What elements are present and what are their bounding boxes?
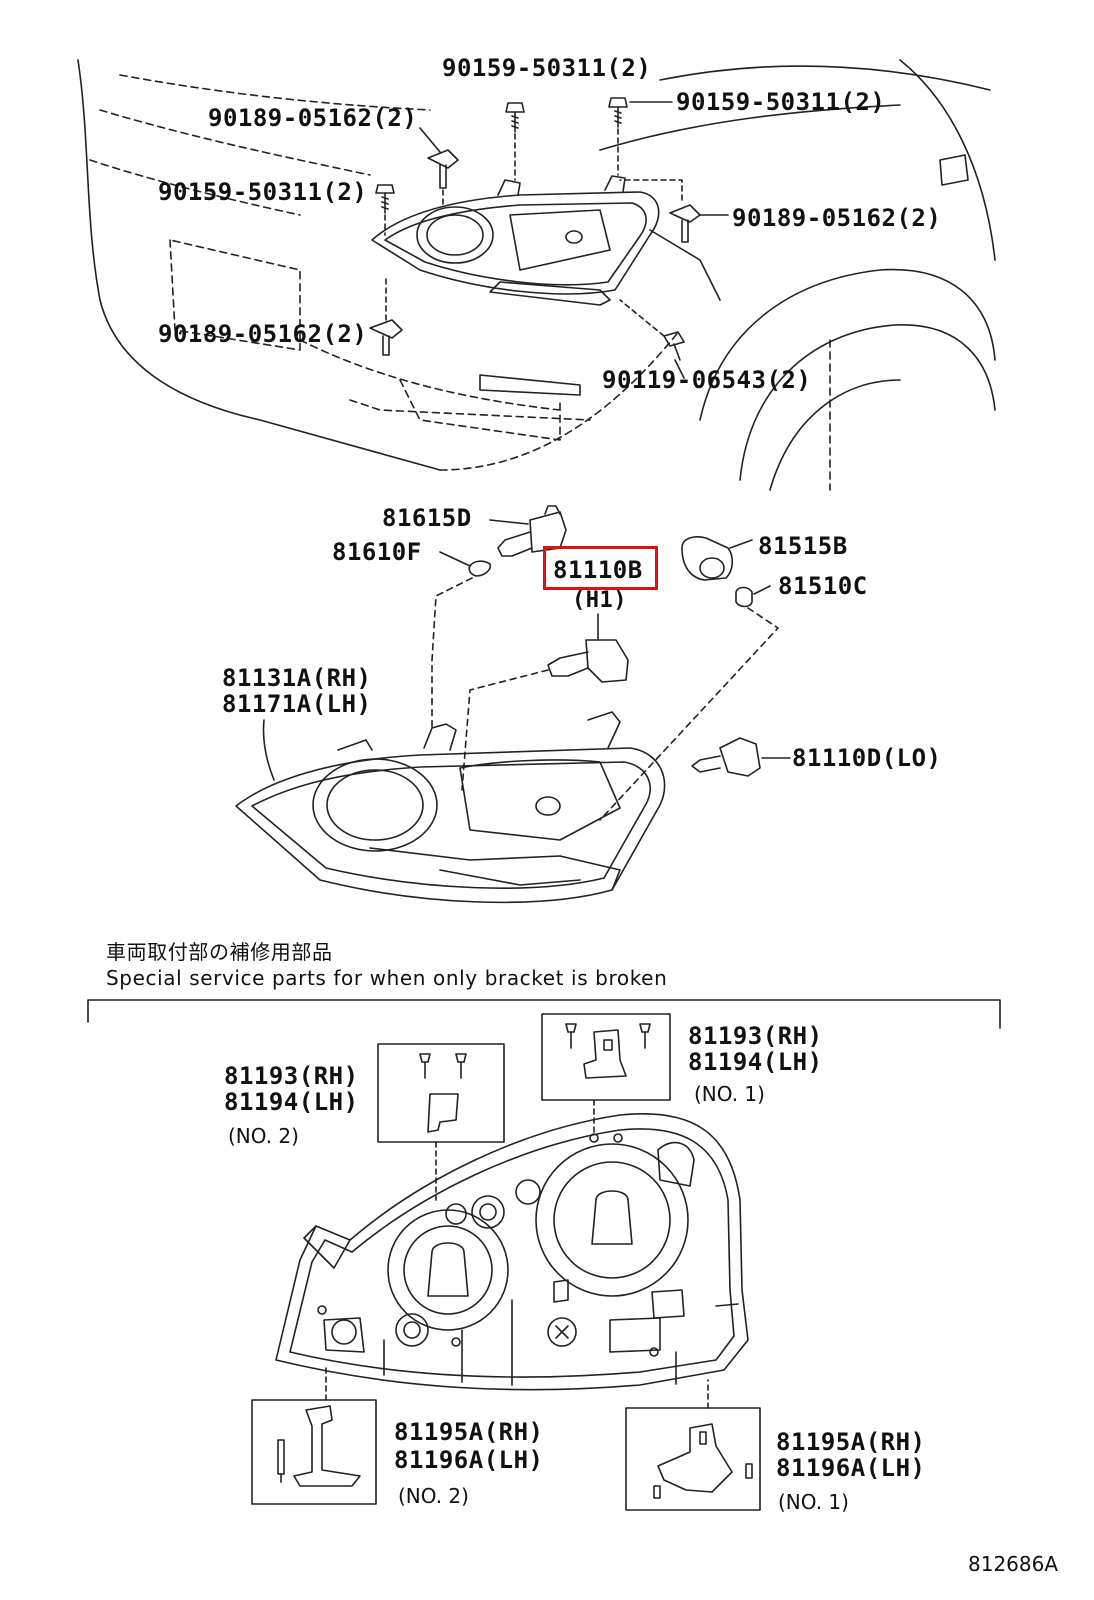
figure-id: 812686A <box>968 1552 1059 1576</box>
screw-bottom-icon <box>619 299 685 379</box>
callout-bulb-81610f: 81610F <box>332 538 422 566</box>
callout-bulb-81110b-type: (H1) <box>572 588 627 613</box>
callout-screw-left: 90159-50311(2) <box>158 178 368 206</box>
bulb-81110d-icon <box>691 737 791 777</box>
callout-socket-81515b: 81515B <box>758 532 848 560</box>
car-front-outline <box>77 59 996 491</box>
kit-box-no2-bottom <box>251 1367 377 1505</box>
clip-bottom-left-icon <box>369 274 403 356</box>
kit-no2-top-no: (NO. 2) <box>228 1124 299 1148</box>
callout-bulb-81510c: 81510C <box>778 572 868 600</box>
kit-no1-bottom-lh: 81196A(LH) <box>776 1454 926 1482</box>
callout-clip-bottom-left: 90189-05162(2) <box>158 320 368 348</box>
callout-lamp-lh: 81171A(LH) <box>222 690 372 718</box>
note-japanese: 車両取付部の補修用部品 <box>106 940 333 964</box>
note-english: Special service parts for when only brac… <box>106 966 668 990</box>
socket-81515b-icon <box>681 536 753 581</box>
callout-bulb-81110b: 81110B <box>553 556 643 584</box>
callout-socket-81615d: 81615D <box>382 504 472 532</box>
callout-bulb-81110d: 81110D(LO) <box>792 744 942 772</box>
kit-no2-top-lh: 81194(LH) <box>224 1088 359 1116</box>
bulb-81610f-icon <box>431 551 492 731</box>
kit-box-no1-top <box>541 1013 671 1136</box>
section-divider <box>87 999 1001 1029</box>
screw-top-center-icon <box>505 102 525 181</box>
kit-no1-top-rh: 81193(RH) <box>688 1022 823 1050</box>
bulb-81510c-icon <box>599 585 779 821</box>
clip-top-left-icon <box>419 127 459 206</box>
clip-right-icon <box>619 179 729 243</box>
bulb-81110b-icon <box>461 613 629 791</box>
callout-lamp-rh: 81131A(RH) <box>222 664 372 692</box>
callout-clip-right: 90189-05162(2) <box>732 204 942 232</box>
highlight-box-81110b <box>543 546 658 590</box>
kit-no2-bottom-lh: 81196A(LH) <box>394 1446 544 1474</box>
kit-no1-top-no: (NO. 1) <box>694 1082 765 1106</box>
callout-screw-top-center: 90159-50311(2) <box>442 54 652 82</box>
kit-no1-bottom-rh: 81195A(RH) <box>776 1428 926 1456</box>
kit-no1-bottom-no: (NO. 1) <box>778 1490 849 1514</box>
kit-box-no1-bottom <box>625 1379 761 1511</box>
headlamp-assembly <box>235 711 666 904</box>
callout-screw-bottom: 90119-06543(2) <box>602 366 812 394</box>
callout-clip-top-left: 90189-05162(2) <box>208 104 418 132</box>
screw-left-icon <box>375 184 395 236</box>
kit-no1-top-lh: 81194(LH) <box>688 1048 823 1076</box>
headlamp-installed <box>371 175 660 306</box>
kit-no2-top-rh: 81193(RH) <box>224 1062 359 1090</box>
kit-no2-bottom-no: (NO. 2) <box>398 1484 469 1508</box>
socket-81615d-icon <box>489 505 567 557</box>
headlamp-rear-view <box>275 1113 749 1391</box>
screw-top-right-icon <box>608 97 673 176</box>
kit-no2-bottom-rh: 81195A(RH) <box>394 1418 544 1446</box>
kit-box-no2-top <box>377 1043 505 1201</box>
callout-screw-top-right: 90159-50311(2) <box>676 88 886 116</box>
